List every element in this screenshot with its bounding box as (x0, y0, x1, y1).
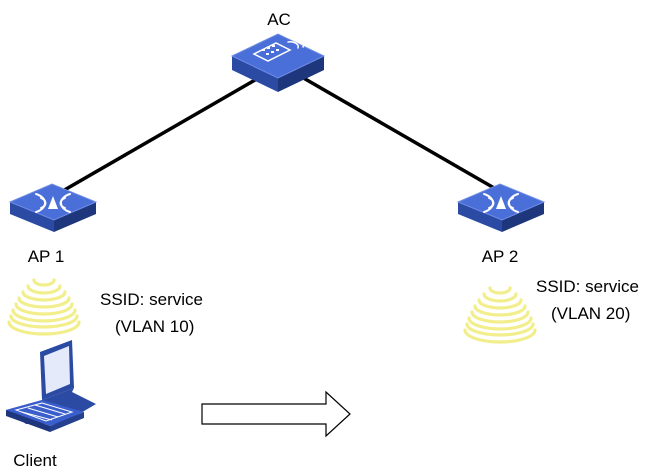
ap1-device (9, 183, 97, 233)
ap1-ssid-label: SSID: service (100, 290, 203, 309)
ap1-vlan-label: (VLAN 10) (115, 317, 194, 336)
link-ac-ap2 (299, 74, 509, 198)
ap1-label: AP 1 (28, 247, 65, 266)
ap2-label: AP 2 (482, 247, 519, 266)
ac-device (230, 33, 326, 92)
client-label: Client (13, 451, 57, 470)
ap2-signal-waves (463, 286, 537, 344)
link-ac-ap1 (53, 74, 263, 198)
ap2-vlan-label: (VLAN 20) (551, 304, 630, 323)
ac-label: AC (267, 10, 291, 29)
ap1-signal-waves (7, 278, 81, 336)
ap2-ssid-label: SSID: service (536, 277, 639, 296)
client-laptop-icon (6, 340, 96, 432)
roaming-arrow (201, 390, 351, 438)
ap2-device (457, 183, 545, 233)
